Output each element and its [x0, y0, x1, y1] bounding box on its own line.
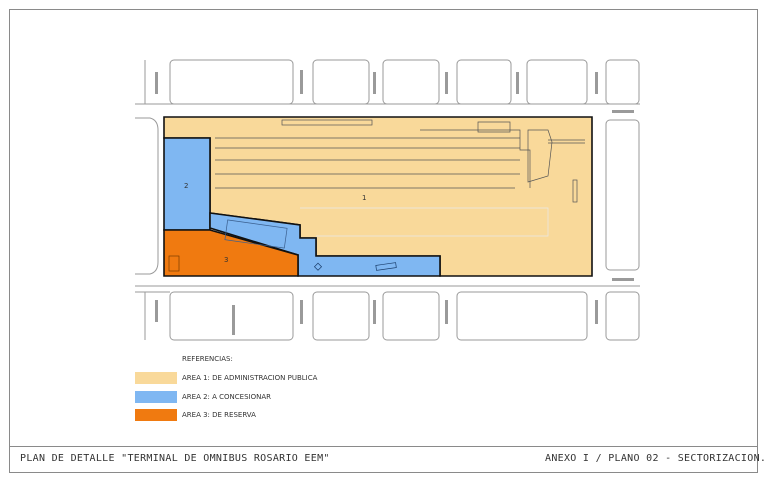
area-3-polygon[interactable] [163, 229, 299, 277]
footer-divider [9, 446, 758, 447]
terminal-tower [527, 129, 553, 183]
block-lower-1 [169, 291, 294, 341]
area-1-number: 1 [362, 194, 366, 202]
block-lower-5 [605, 291, 640, 341]
legend-swatch-area-3 [135, 409, 177, 421]
street-name-mark [373, 72, 376, 94]
plan-reference: ANEXO I / PLANO 02 - SECTORIZACION. [545, 453, 767, 464]
street-name-mark [516, 72, 519, 94]
street-name-mark [445, 300, 448, 324]
marker-south [313, 262, 323, 271]
street-name-mark [612, 278, 634, 281]
kiosk [572, 179, 578, 203]
area2-hatch [224, 219, 288, 249]
building-details [168, 119, 585, 272]
block-upper-3 [382, 59, 440, 105]
block-upper-5 [526, 59, 588, 105]
street-name-mark [595, 300, 598, 324]
legend-label-area-2: AREA 2: A CONCESIONAR [182, 393, 271, 401]
reserve-small-block [168, 255, 180, 272]
street-name-mark [445, 72, 448, 94]
block-lower-4 [456, 291, 588, 341]
area-3-number: 3 [224, 256, 228, 264]
area-2-number: 2 [184, 182, 188, 190]
street-name-marks [155, 70, 634, 335]
street-name-mark [300, 300, 303, 324]
street-name-mark [300, 70, 303, 94]
block-lower-3 [382, 291, 440, 341]
legend-swatch-area-2 [135, 391, 177, 403]
left-curb [135, 117, 159, 275]
roof-strip [281, 119, 373, 126]
street-name-mark [373, 300, 376, 324]
block-upper-6 [605, 59, 640, 105]
legend-title: REFERENCIAS: [182, 355, 233, 363]
street-name-mark [595, 72, 598, 94]
drawing-frame [9, 9, 758, 473]
legend-swatch-area-1 [135, 372, 177, 384]
faint-outline [300, 207, 549, 237]
terminal-block [477, 121, 511, 133]
street-name-mark [155, 300, 158, 322]
street-name-mark [612, 110, 634, 113]
legend-item-area-2: AREA 2: A CONCESIONAR [135, 391, 271, 403]
block-upper-2 [312, 59, 370, 105]
legend-item-area-1: AREA 1: DE ADMINISTRACION PUBLICA [135, 372, 317, 384]
legend-label-area-3: AREA 3: DE RESERVA [182, 411, 256, 419]
block-upper-1 [169, 59, 294, 105]
street-name-mark [155, 72, 158, 94]
city-blocks [135, 59, 640, 341]
legend-label-area-1: AREA 1: DE ADMINISTRACION PUBLICA [182, 374, 318, 382]
plan-title: PLAN DE DETALLE "TERMINAL DE OMNIBUS ROS… [20, 453, 330, 464]
kiosk-south [375, 262, 397, 271]
street-name-mark [232, 305, 235, 335]
block-upper-4 [456, 59, 512, 105]
legend-item-area-3: AREA 3: DE RESERVA [135, 409, 256, 421]
terminal-outline [420, 129, 531, 188]
block-lower-2 [312, 291, 370, 341]
block-right [605, 119, 640, 271]
